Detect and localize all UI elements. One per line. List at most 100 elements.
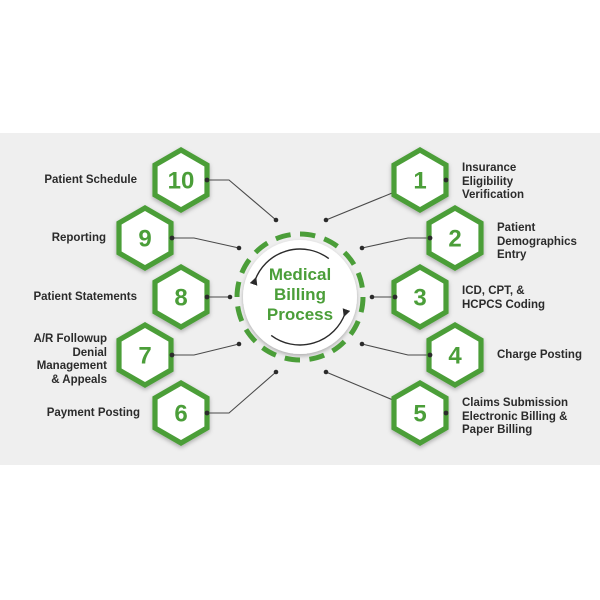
connector-start-dot — [427, 235, 433, 241]
step-hexagons: 1 2 3 4 5 6 7 8 9 10 — [116, 147, 484, 446]
step-number: 7 — [138, 343, 151, 370]
step-hexagon-8: 8 — [152, 264, 210, 330]
connector-end-dot-10 — [273, 217, 279, 223]
step-label-4: Charge Posting — [497, 349, 582, 363]
step-number: 5 — [413, 401, 426, 428]
step-number: 10 — [168, 168, 195, 195]
step-label-line: Reporting — [51, 232, 106, 244]
center-ring-segment — [323, 236, 339, 249]
step-label-line: Charge Posting — [497, 349, 582, 361]
step-number: 2 — [448, 226, 461, 253]
step-label-9: Reporting — [52, 232, 106, 246]
center-ring-segment — [274, 232, 292, 242]
connector-end-dot-6 — [273, 369, 279, 375]
connector-end-dot-9 — [236, 245, 242, 251]
center-ring-segment — [299, 231, 316, 239]
connector-end-dot-7 — [236, 341, 242, 347]
cycle-arrow-bottom — [270, 308, 351, 346]
center-disc — [243, 240, 357, 354]
connector-line-7 — [172, 343, 240, 356]
step-label-line: Management — [36, 360, 107, 372]
connector-end-dot-3 — [369, 294, 375, 300]
center-ring-segment — [253, 240, 269, 255]
connector-line-4 — [361, 343, 430, 356]
center-title-line-3: Process — [267, 305, 333, 324]
center-ring-segment — [235, 305, 245, 323]
connector-start-dot — [169, 352, 175, 358]
center-title-line-1: Medical — [269, 265, 331, 284]
step-label-line: ICD, CPT, & — [462, 285, 525, 297]
step-label-line: Claims Submission — [462, 397, 569, 409]
step-label-line: Patient — [497, 222, 536, 234]
step-label-6: Payment Posting — [47, 407, 140, 421]
step-label-line: Entry — [497, 249, 527, 261]
step-number: 1 — [413, 168, 426, 195]
step-hexagon-3: 3 — [391, 264, 449, 330]
step-label-line: & Appeals — [51, 373, 107, 386]
connector-start-dot — [392, 294, 398, 300]
step-label-line: Payment Posting — [46, 407, 140, 419]
step-label-line: Patient Statements — [33, 291, 137, 303]
center-title-line-2: Billing — [274, 285, 326, 304]
step-hexagon-9: 9 — [116, 205, 175, 271]
step-label-line: Patient Schedule — [44, 174, 137, 186]
center-ring-segment — [308, 352, 326, 362]
step-label-line: Demographics — [497, 235, 577, 248]
step-number: 9 — [138, 226, 151, 253]
step-hexagon-6: 6 — [152, 380, 210, 446]
connector-start-dot — [204, 410, 210, 416]
connector-end-dot-8 — [227, 294, 233, 300]
connector-end-dot-5 — [323, 369, 329, 375]
connector-end-dot-4 — [359, 341, 365, 347]
connector-start-dot — [204, 177, 210, 183]
connector-end-dot-2 — [359, 245, 365, 251]
connector-end-dot-1 — [323, 217, 329, 223]
center-ring-segment — [355, 271, 365, 289]
step-hexagon-7: 7 — [116, 322, 175, 388]
step-label-line: Insurance — [462, 162, 517, 174]
step-number: 4 — [448, 343, 462, 370]
connector-start-dot — [427, 352, 433, 358]
step-number: 3 — [413, 285, 426, 312]
step-hexagon-5: 5 — [391, 380, 449, 446]
step-hexagon-10: 10 — [152, 147, 210, 213]
connector-line-6 — [207, 371, 277, 414]
step-label-line: Electronic Billing & — [462, 410, 568, 423]
connector-start-dot — [204, 294, 210, 300]
step-label-3: ICD, CPT, &HCPCS Coding — [462, 285, 545, 312]
center-ring-segment — [284, 355, 301, 363]
step-label-line: HCPCS Coding — [462, 298, 546, 311]
step-label-line: Eligibility — [462, 175, 514, 188]
connector-start-dot — [169, 235, 175, 241]
step-hexagon-4: 4 — [426, 322, 484, 388]
center-ring-segment — [342, 250, 357, 266]
step-label-10: Patient Schedule — [44, 174, 137, 188]
center-ring-segment — [234, 281, 242, 298]
connector-line-10 — [207, 179, 277, 221]
step-label-line: Verification — [462, 189, 524, 201]
center-ring-segment — [261, 345, 277, 358]
center-ring-segment — [239, 258, 252, 274]
center-ring-segment — [358, 296, 366, 313]
step-label-line: Denial — [72, 346, 107, 359]
step-number: 6 — [174, 401, 187, 428]
step-label-line: A/R Followup — [33, 333, 107, 345]
connector-start-dot — [443, 410, 449, 416]
center-ring-segment — [348, 320, 361, 336]
step-label-8: Patient Statements — [33, 291, 137, 305]
center-ring-segment — [243, 328, 258, 344]
step-hexagon-2: 2 — [426, 205, 484, 271]
step-number: 8 — [174, 285, 187, 312]
connector-line-9 — [172, 237, 240, 249]
step-hexagon-1: 1 — [391, 147, 449, 213]
connector-start-dot — [443, 177, 449, 183]
connector-line-2 — [361, 237, 430, 249]
cycle-arrow-top — [249, 248, 330, 286]
center-ring-segment — [331, 339, 347, 354]
